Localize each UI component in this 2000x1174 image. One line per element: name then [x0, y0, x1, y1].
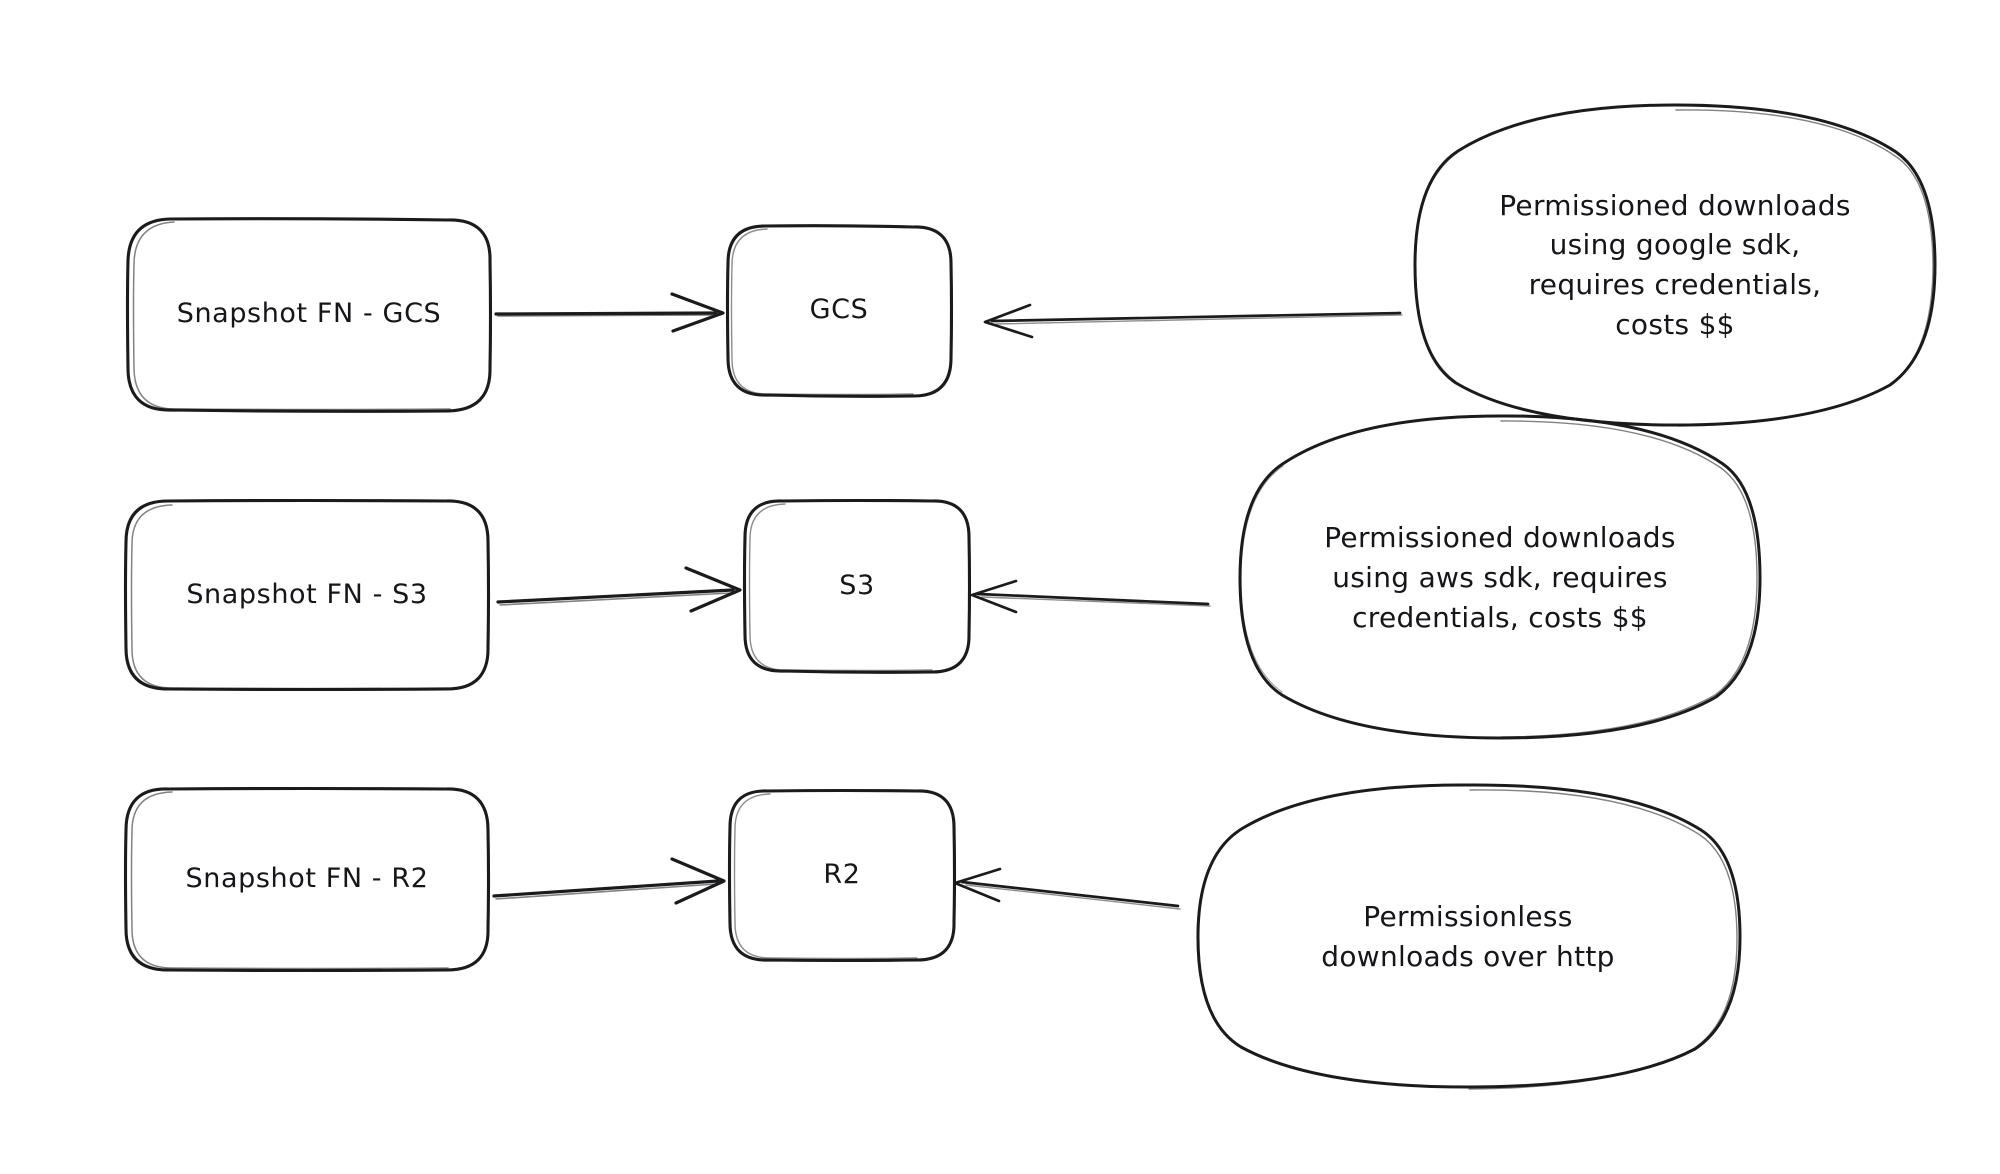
node-snapshot-fn-r2[interactable] — [123, 786, 491, 973]
node-gcs[interactable] — [725, 224, 954, 398]
note-r2-download[interactable] — [1196, 783, 1742, 1090]
connector-gcs-write-arrow — [494, 292, 725, 333]
connector-gcs-read-arrow — [983, 303, 1403, 339]
connector-r2-write-arrow — [492, 857, 726, 905]
node-snapshot-fn-s3[interactable] — [123, 498, 491, 692]
node-s3[interactable] — [742, 498, 972, 674]
connector-s3-write-arrow — [496, 566, 742, 613]
connector-r2-read-arrow — [953, 867, 1181, 910]
connector-s3-read-arrow — [970, 579, 1211, 614]
node-r2[interactable] — [727, 788, 957, 963]
note-gcs-download[interactable] — [1413, 103, 1937, 427]
node-snapshot-fn-gcs[interactable] — [125, 217, 493, 413]
note-s3-download[interactable] — [1238, 414, 1762, 740]
